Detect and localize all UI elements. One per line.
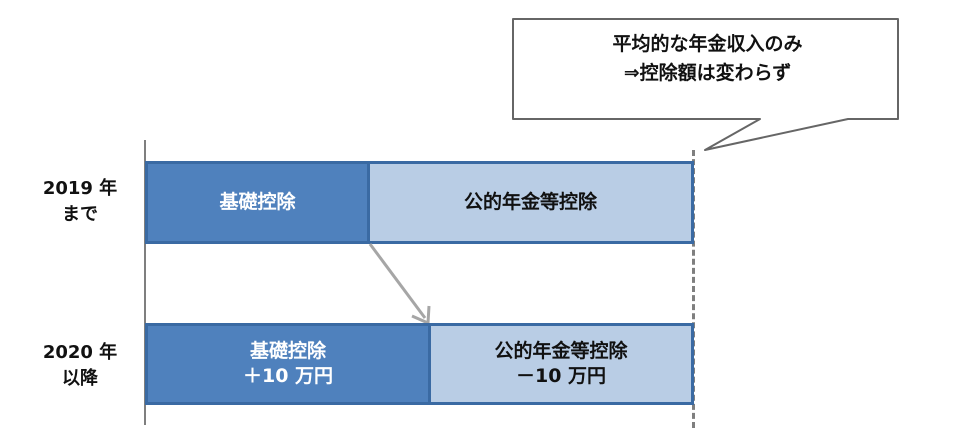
row-label-2020: 2020 年 以降	[30, 340, 130, 392]
callout-text: 平均的な年金収入のみ ⇒控除額は変わらず	[515, 30, 900, 89]
row-label-period: 以降	[62, 368, 98, 390]
callout-line-1: 平均的な年金収入のみ	[612, 33, 803, 55]
row-label-period: まで	[62, 204, 98, 226]
total-dashed-line	[692, 150, 695, 428]
basic-deduction-label: 基礎控除	[219, 191, 296, 214]
left-axis-line	[144, 140, 146, 425]
row-label-year: 2019 年	[42, 178, 118, 199]
basic-deduction-label: 基礎控除	[249, 340, 326, 363]
pension-deduction-bar-2019: 公的年金等控除	[370, 161, 694, 244]
basic-deduction-change: ＋10 万円	[242, 365, 334, 387]
basic-deduction-bar-2019: 基礎控除	[145, 161, 370, 244]
pension-deduction-change: －10 万円	[515, 365, 607, 387]
basic-deduction-bar-2020: 基礎控除 ＋10 万円	[145, 323, 431, 405]
row-label-year: 2020 年	[42, 342, 118, 363]
callout-line-2: ⇒控除額は変わらず	[623, 62, 792, 85]
row-label-2019: 2019 年 まで	[30, 176, 130, 228]
pension-deduction-label: 公的年金等控除	[463, 191, 597, 214]
pension-deduction-bar-2020: 公的年金等控除 －10 万円	[431, 323, 694, 405]
pension-deduction-label: 公的年金等控除	[494, 340, 628, 363]
